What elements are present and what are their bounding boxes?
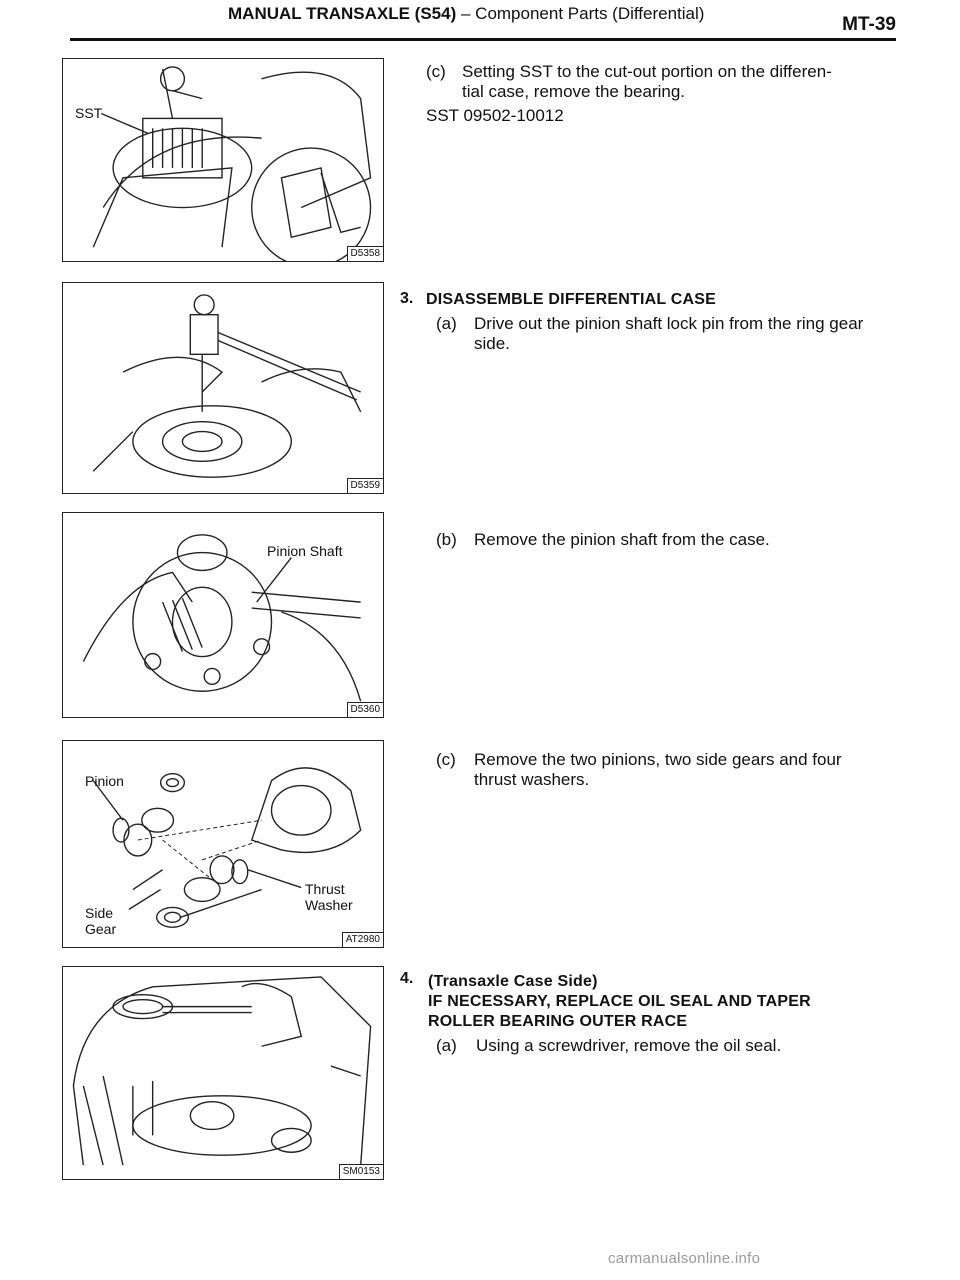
label-pinion-shaft: Pinion Shaft bbox=[267, 543, 343, 559]
step-3a-text: Drive out the pinion shaft lock pin from… bbox=[474, 314, 904, 354]
footer-watermark: carmanualsonline.info bbox=[608, 1250, 761, 1267]
label-gear: Gear bbox=[85, 921, 117, 937]
label-side: Side bbox=[85, 905, 114, 921]
figure-code: AT2980 bbox=[341, 932, 384, 948]
step-4-heading: (Transaxle Case Side) IF NECESSARY, REPL… bbox=[428, 972, 898, 1032]
step-3c-line2: thrust washers. bbox=[474, 770, 590, 789]
step-3b-text: Remove the pinion shaft from the case. bbox=[474, 530, 770, 549]
step-3c-line1: Remove the two pinions, two side gears a… bbox=[474, 750, 842, 769]
figure-pinion-shaft: Pinion Shaft D5360 bbox=[62, 512, 384, 718]
step-3c-label: (c) bbox=[436, 750, 456, 769]
bearing-removal-illustration bbox=[92, 66, 372, 261]
label-pinion: Pinion bbox=[85, 773, 124, 789]
figure-code: SM0153 bbox=[338, 1164, 384, 1180]
title-bold: MANUAL TRANSAXLE (S54) bbox=[228, 4, 457, 23]
step-3a-line1: Drive out the pinion shaft lock pin from… bbox=[474, 314, 864, 333]
page-title: MANUAL TRANSAXLE (S54) – Component Parts… bbox=[228, 4, 704, 24]
header-rule bbox=[70, 38, 896, 41]
page-number: MT-39 bbox=[842, 14, 896, 35]
figure-exploded-differential: Pinion Thrust Washer Side Gear AT2980 bbox=[62, 740, 384, 948]
step-4-heading-line3: ROLLER BEARING OUTER RACE bbox=[428, 1013, 688, 1030]
label-thrust-washer: Thrust Washer bbox=[305, 881, 353, 913]
figure-code: D5360 bbox=[346, 702, 384, 718]
figure-oil-seal: SM0153 bbox=[62, 966, 384, 1180]
step-c-line1: Setting SST to the cut-out portion on th… bbox=[462, 62, 832, 81]
sst-number: SST 09502-10012 bbox=[426, 106, 564, 125]
step-c-line2: tial case, remove the bearing. bbox=[462, 82, 686, 101]
step-3b-label: (b) bbox=[436, 530, 457, 549]
step-4-number: 4. bbox=[400, 970, 414, 987]
pinion-shaft-illustration bbox=[82, 534, 362, 702]
step-3-heading: DISASSEMBLE DIFFERENTIAL CASE bbox=[426, 291, 716, 308]
figure-bearing-removal: SST D5358 bbox=[62, 58, 384, 262]
figure-lock-pin: D5359 bbox=[62, 282, 384, 494]
oil-seal-illustration bbox=[72, 976, 372, 1166]
exploded-differential-illustration bbox=[92, 767, 362, 928]
step-4a-text: Using a screwdriver, remove the oil seal… bbox=[476, 1036, 782, 1055]
step-4a-label: (a) bbox=[436, 1036, 457, 1055]
title-rest: – Component Parts (Differential) bbox=[456, 4, 705, 23]
figure-code: D5359 bbox=[346, 478, 384, 494]
step-c-label: (c) bbox=[426, 62, 446, 81]
step-4-heading-line2: IF NECESSARY, REPLACE OIL SEAL AND TAPER bbox=[428, 993, 811, 1010]
figure-code: D5358 bbox=[346, 246, 384, 262]
step-3a-line2: side. bbox=[474, 334, 510, 353]
step-c-text: Setting SST to the cut-out portion on th… bbox=[462, 62, 902, 102]
step-4-heading-line1: (Transaxle Case Side) bbox=[428, 973, 598, 990]
step-3c-text: Remove the two pinions, two side gears a… bbox=[474, 750, 904, 790]
step-3-number: 3. bbox=[400, 290, 414, 307]
lock-pin-illustration bbox=[92, 294, 362, 478]
step-3a-label: (a) bbox=[436, 314, 457, 333]
label-sst: SST bbox=[75, 105, 103, 121]
